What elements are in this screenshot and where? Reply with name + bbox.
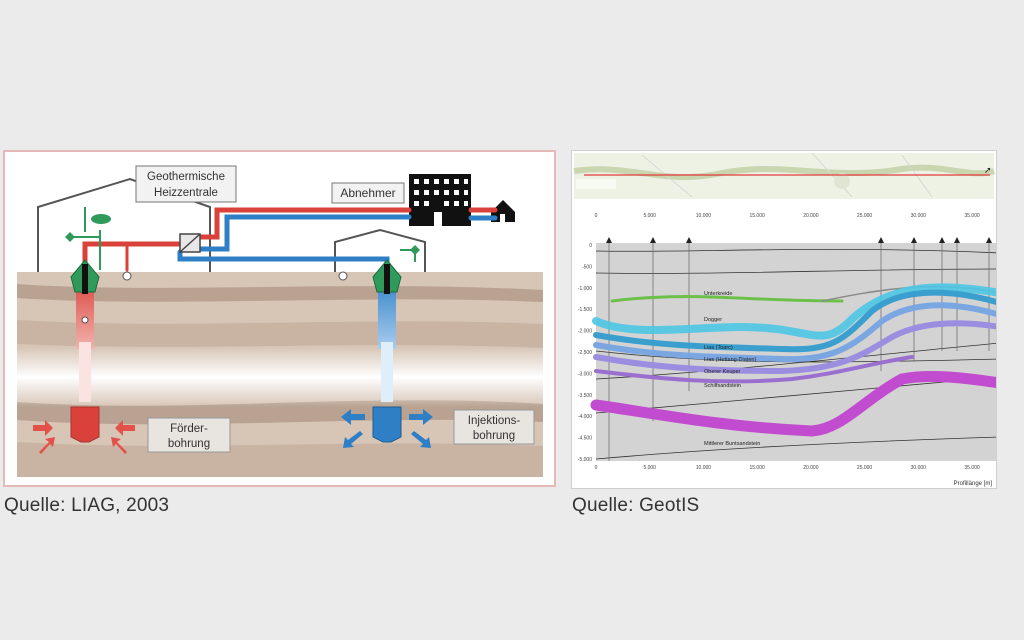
injection-well xyxy=(372,259,402,443)
layer-label-unterkreide: Unterkreide xyxy=(704,291,732,297)
north-arrow-icon: ➚ xyxy=(984,165,992,175)
layer-labels: Unterkreide Dogger Lias (Toarc) Lias (He… xyxy=(704,291,760,447)
y-tick-label: -1.000 xyxy=(578,286,592,292)
y-tick-label: 0 xyxy=(589,243,592,249)
bottom-tick-label: 30.000 xyxy=(911,465,927,471)
bottom-tick-label: 20.000 xyxy=(803,465,819,471)
svg-text:bohrung: bohrung xyxy=(473,430,515,442)
svg-text:bohrung: bohrung xyxy=(168,438,210,450)
y-tick-label: -4.000 xyxy=(578,414,592,420)
ground-strata xyxy=(17,272,543,477)
layer-bands xyxy=(590,283,1006,437)
y-tick-label: -2.500 xyxy=(578,350,592,356)
x-axis-label: Profillänge [m] xyxy=(954,481,993,487)
y-tick-label: -500 xyxy=(582,264,592,270)
svg-text:Abnehmer: Abnehmer xyxy=(340,186,395,200)
svg-text:Heizzentrale: Heizzentrale xyxy=(154,187,218,199)
bottom-tick-label: 0 xyxy=(595,465,598,471)
y-tick-label: -3.000 xyxy=(578,371,592,377)
bottom-tick-label: 5.000 xyxy=(643,465,656,471)
outflow-arrows xyxy=(341,409,433,448)
heat-exchanger-icon xyxy=(179,233,201,253)
valves xyxy=(65,214,420,281)
top-tick-label: 35.000 xyxy=(964,213,980,219)
svg-text:Geothermische: Geothermische xyxy=(147,171,225,183)
top-tick-label: 30.000 xyxy=(911,213,927,219)
top-tick-label: 20.000 xyxy=(803,213,819,219)
consumer-apartment-icon xyxy=(409,174,471,226)
bottom-tick-label: 15.000 xyxy=(749,465,765,471)
layer-label-oberer-keuper: Oberer Keuper xyxy=(704,369,741,375)
top-tick-label: 25.000 xyxy=(857,213,873,219)
y-tick-label: -1.500 xyxy=(578,307,592,313)
top-tick-label: 15.000 xyxy=(749,213,765,219)
bottom-tick-label: 10.000 xyxy=(696,465,712,471)
top-tick-labels: 0 5.000 10.000 15.000 20.000 25.000 30.000 35.0… xyxy=(595,213,980,219)
production-well-label: Förder- bohrung xyxy=(147,417,231,453)
production-well xyxy=(70,259,100,443)
top-tick-label: 0 xyxy=(595,213,598,219)
well-triangle-icons xyxy=(606,237,992,243)
y-tick-label: -4.500 xyxy=(578,436,592,442)
y-tick-labels: 0 -500 -1.000 -1.500 -2.000 -2.500 -3.000 -3.50… xyxy=(578,243,592,463)
inflow-arrows xyxy=(33,420,135,454)
geological-profile-figure: ➚ 0 5.000 10.000 15.000 20.000 25.000 30.000 35… xyxy=(571,150,1006,489)
top-tick-label: 5.000 xyxy=(643,213,656,219)
heating-plant-label: Geothermische Heizzentrale xyxy=(135,165,237,203)
left-figure-caption: Quelle: LIAG, 2003 xyxy=(4,495,170,516)
consumer-label: Abnehmer xyxy=(331,182,405,204)
layer-label-schilfsandstein: Schilfsandstein xyxy=(704,383,741,389)
layer-label-dogger: Dogger xyxy=(704,317,722,323)
right-figure-caption: Quelle: GeotIS xyxy=(572,495,700,516)
layer-label-mittlerer-buntsandstein: Mittlerer Buntsandstein xyxy=(704,441,760,447)
y-tick-label: -2.000 xyxy=(578,329,592,335)
layer-label-lias-hettang: Lias (Hettang-Diaten) xyxy=(704,357,756,363)
top-tick-label: 10.000 xyxy=(696,213,712,219)
bottom-tick-labels: 0 5.000 10.000 15.000 20.000 25.000 30.000 35.0… xyxy=(595,465,980,471)
location-map-strip: ➚ xyxy=(573,152,996,199)
geothermal-doublet-figure: Geothermische Heizzentrale Abnehmer Förd… xyxy=(3,150,556,487)
green-control-pipes xyxy=(70,207,416,270)
y-tick-label: -5.000 xyxy=(578,457,592,463)
y-tick-label: -3.500 xyxy=(578,393,592,399)
layer-label-lias-toarc: Lias (Toarc) xyxy=(704,345,733,351)
svg-text:Injektions-: Injektions- xyxy=(468,415,521,427)
doublet-diagram: Geothermische Heizzentrale Abnehmer Förd… xyxy=(17,165,543,477)
bottom-tick-label: 35.000 xyxy=(964,465,980,471)
svg-text:Förder-: Förder- xyxy=(170,423,208,435)
profile-diagram: ➚ 0 5.000 10.000 15.000 20.000 25.000 30.000 35… xyxy=(573,152,1006,487)
bottom-tick-label: 25.000 xyxy=(857,465,873,471)
injection-well-label: Injektions- bohrung xyxy=(453,409,535,445)
